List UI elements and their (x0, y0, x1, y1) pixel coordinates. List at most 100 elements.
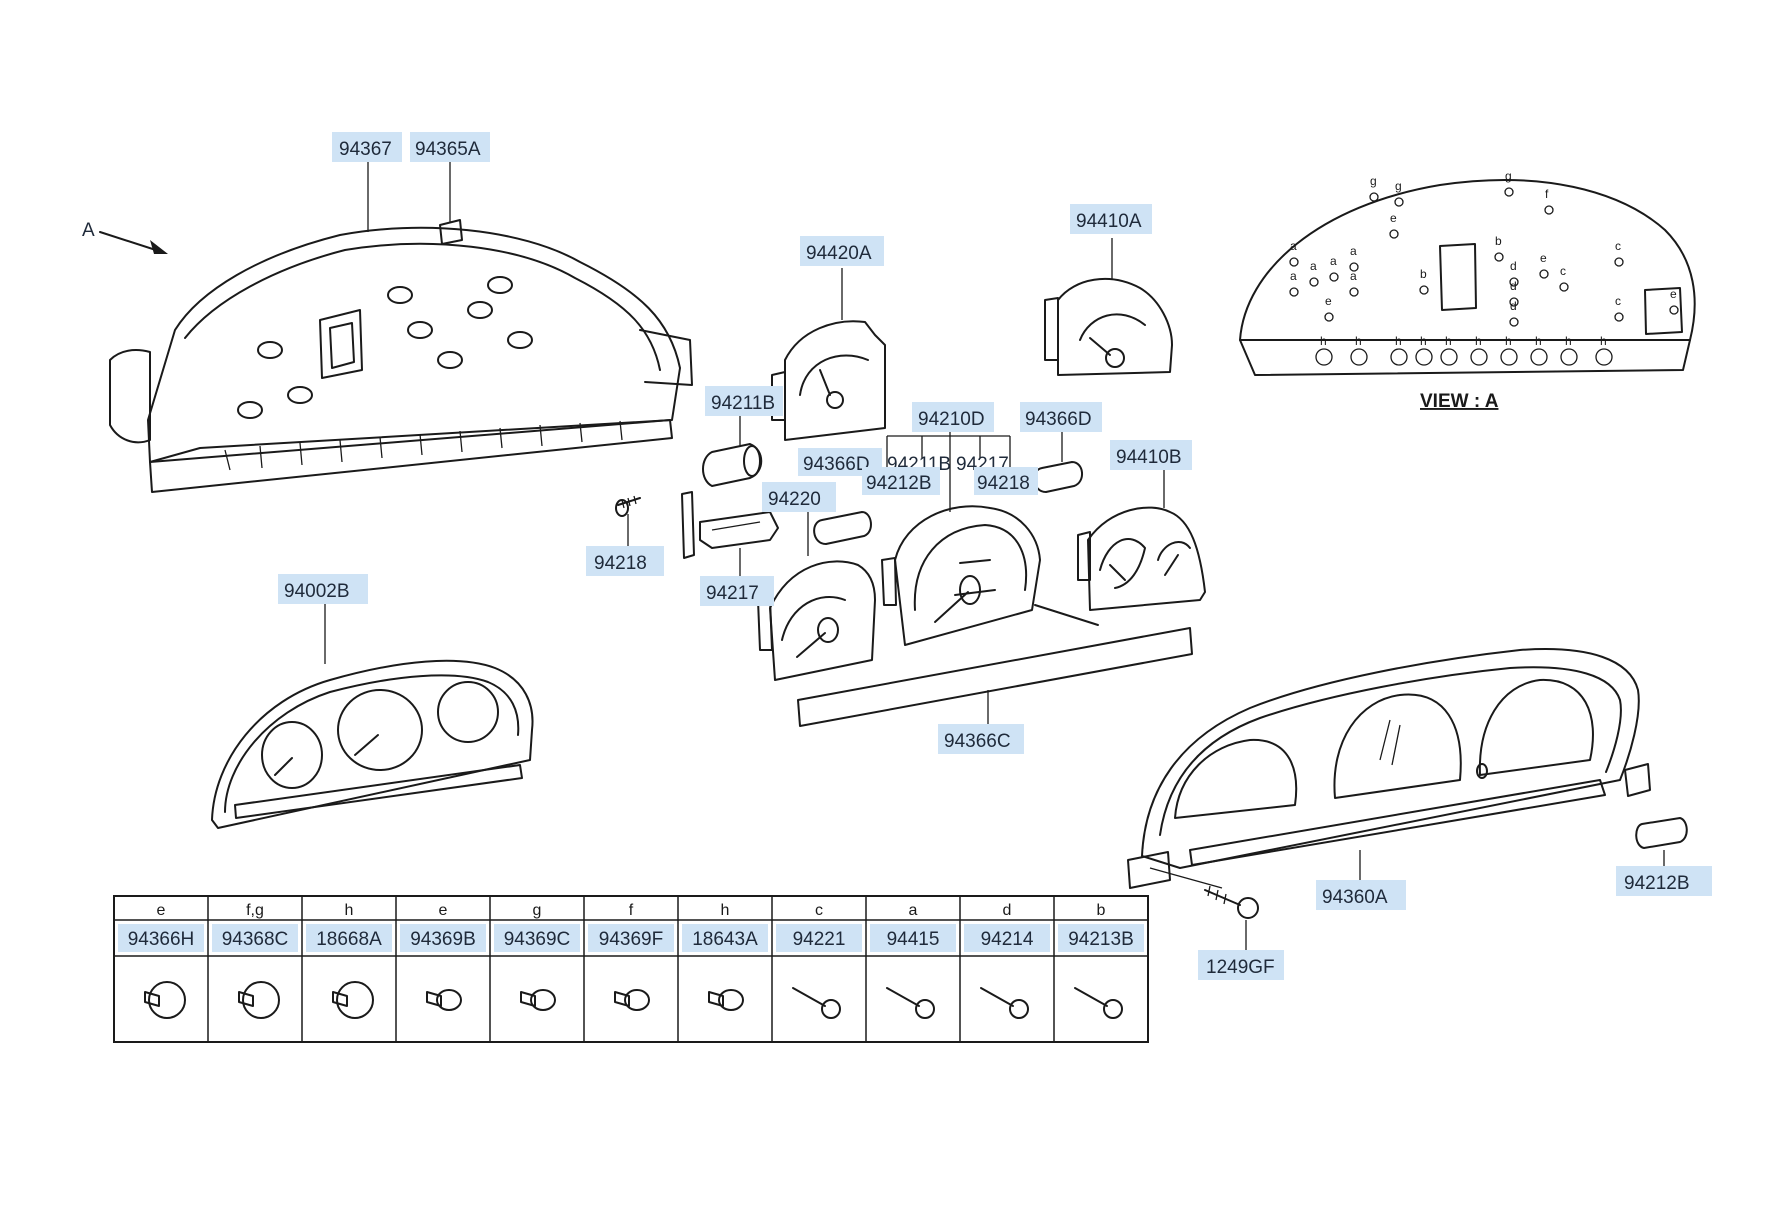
table-part-cell: 94221 (793, 929, 846, 950)
svg-text:94366C: 94366C (944, 731, 1011, 752)
label-94420A: 94420A (800, 236, 884, 266)
view-letter: e (1325, 294, 1332, 308)
svg-text:94218: 94218 (977, 473, 1030, 494)
view-socket (1614, 257, 1624, 267)
svg-text:1249GF: 1249GF (1206, 957, 1275, 978)
table-code-cell: g (533, 902, 542, 919)
label-94410A: 94410A (1070, 204, 1152, 234)
view-letter: h (1475, 334, 1482, 348)
table-part-sketch (520, 989, 556, 1011)
svg-text:94220: 94220 (768, 489, 821, 510)
table-part-cell: 94369B (410, 929, 476, 950)
view-letter: h (1355, 334, 1362, 348)
cap-94212B-drawing (1635, 817, 1688, 849)
svg-text:94367: 94367 (339, 139, 392, 160)
table-part-sketch (426, 989, 462, 1011)
table-part-sketch (238, 981, 280, 1019)
view-letter: a (1330, 254, 1337, 268)
table-part-sketch (708, 989, 744, 1011)
view-letter: h (1565, 334, 1572, 348)
view-socket (1559, 282, 1569, 292)
view-socket (1309, 277, 1319, 287)
view-socket (1390, 348, 1408, 366)
table-code-cell: d (1003, 902, 1012, 919)
view-letter: d (1510, 279, 1517, 293)
svg-text:94366D: 94366D (803, 454, 870, 475)
view-letter: a (1310, 259, 1317, 273)
label-94212B-a: 94212B (862, 467, 940, 495)
speedometer-94210D-drawing (881, 505, 1099, 646)
view-socket (1394, 197, 1404, 207)
screw-94218-drawing (615, 495, 641, 517)
view-socket (1389, 229, 1399, 239)
table-part-cell: 18668A (316, 929, 382, 950)
view-letter: e (1390, 211, 1397, 225)
gauge-94410B-drawing (1077, 506, 1206, 611)
view-letter: a (1290, 269, 1297, 283)
label-94212B-b: 94212B (1616, 866, 1712, 896)
view-a-caption: VIEW : A (1420, 391, 1499, 412)
label-94002B: 94002B (278, 574, 368, 604)
svg-text:94212B: 94212B (1624, 873, 1690, 894)
view-letter: c (1615, 239, 1621, 253)
view-socket (1530, 348, 1548, 366)
bezel-94360A-drawing (1127, 648, 1651, 889)
svg-text:94002B: 94002B (284, 581, 350, 602)
view-letter: h (1535, 334, 1542, 348)
view-socket (1509, 297, 1519, 307)
table-part-sketch (144, 981, 186, 1019)
view-letter: e (1670, 287, 1677, 301)
svg-text:94211B: 94211B (711, 393, 775, 414)
view-socket (1329, 272, 1339, 282)
view-letter: g (1370, 174, 1377, 188)
table-part-cell: 94214 (981, 929, 1034, 950)
cluster-94002B-drawing (211, 659, 534, 829)
view-socket (1504, 187, 1514, 197)
table-code-cell: h (345, 902, 354, 919)
view-letter: b (1420, 267, 1427, 281)
table-part-sketch (332, 981, 374, 1019)
table-part-sketch (886, 987, 935, 1019)
view-socket (1669, 305, 1679, 315)
svg-text:94212B: 94212B (866, 473, 932, 494)
parts-table: e94366Hf,g94368Ch18668Ae94369Bg94369Cf94… (113, 895, 1149, 1043)
socket-94211B-drawing (702, 443, 763, 487)
svg-text:94420A: 94420A (806, 243, 872, 264)
table-part-cell: 94369C (504, 929, 571, 950)
view-letter: d (1510, 299, 1517, 313)
tachometer-94220-drawing (757, 560, 876, 681)
table-code-cell: e (157, 902, 166, 919)
svg-text:94410A: 94410A (1076, 211, 1142, 232)
view-socket (1544, 205, 1554, 215)
table-part-cell: 94213B (1068, 929, 1134, 950)
view-letter: h (1505, 334, 1512, 348)
svg-text:94217: 94217 (706, 583, 759, 604)
screw-1249GF-drawing (1204, 885, 1259, 919)
table-part-cell: 94415 (887, 929, 940, 950)
label-94220: 94220 (762, 482, 836, 512)
view-socket (1539, 269, 1549, 279)
view-letter: d (1510, 259, 1517, 273)
view-socket (1440, 348, 1458, 366)
view-socket (1614, 312, 1624, 322)
view-socket (1500, 348, 1518, 366)
view-socket (1595, 348, 1613, 366)
rear-housing-drawing (109, 219, 693, 493)
view-letter: a (1290, 239, 1297, 253)
table-code-cell: c (815, 902, 823, 919)
view-socket (1494, 252, 1504, 262)
view-socket (1324, 312, 1334, 322)
table-part-cell: 18643A (692, 929, 758, 950)
table-part-cell: 94368C (222, 929, 289, 950)
label-94210D: 94210D (912, 402, 994, 432)
view-letter: g (1395, 179, 1402, 193)
view-letter: c (1560, 264, 1566, 278)
view-socket (1560, 348, 1578, 366)
table-part-sketch (1074, 987, 1123, 1019)
view-socket (1349, 262, 1359, 272)
view-letter: a (1350, 244, 1357, 258)
view-letter: h (1320, 334, 1327, 348)
svg-text:94218: 94218 (594, 553, 647, 574)
table-code-cell: a (909, 902, 918, 919)
